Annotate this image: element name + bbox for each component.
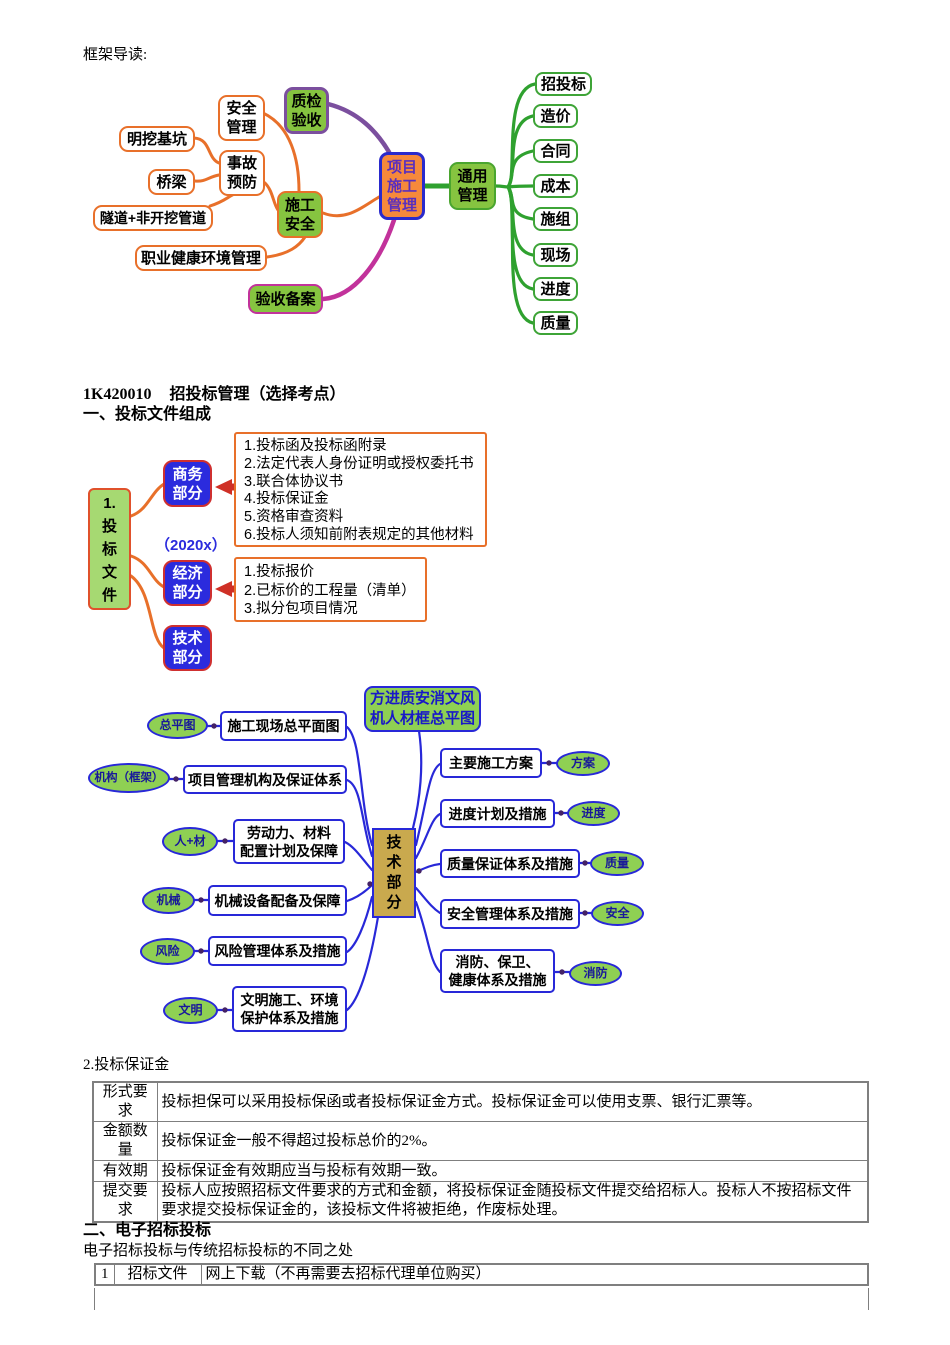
map1-right-item-schedule: 进度 bbox=[533, 277, 578, 301]
etender-table: 1 招标文件 网上下载（不再需要去招标代理单位购买） bbox=[94, 1263, 869, 1286]
map3-mnemonic-box: 方进质安消文风 机人材框总平图 bbox=[364, 686, 481, 732]
map3-box-machinery: 机械设备配备及保障 bbox=[208, 885, 347, 916]
row-value: 投标保证金一般不得超过投标总价的2%。 bbox=[156, 1121, 869, 1161]
map3-tag-schedule: 进度 bbox=[567, 801, 620, 826]
map3-tag-labor-material: 人+材 bbox=[162, 827, 218, 856]
row-value: 投标保证金有效期应当与投标有效期一致。 bbox=[156, 1160, 869, 1182]
row-value: 网上下载（不再需要去招标代理单位购买） bbox=[200, 1263, 869, 1286]
list-item: 6.投标人须知前附表规定的其他材料 bbox=[244, 526, 474, 543]
list-item: 3.联合体协议书 bbox=[244, 473, 344, 490]
map3-tag-machinery: 机械 bbox=[142, 887, 195, 914]
section2-heading: 二、电子招标投标 bbox=[83, 1222, 212, 1239]
table-row: 提交要求 投标人应按照招标文件要求的方式和金额，将投标保证金随投标文件提交给招标… bbox=[92, 1181, 869, 1222]
list-item: 1.投标报价 bbox=[244, 564, 315, 580]
map3-tag-fire: 消防 bbox=[569, 961, 622, 986]
map1-right-item-cost-estimate: 造价 bbox=[533, 104, 578, 128]
map2-node-economic-part: 经济 部分 bbox=[163, 560, 212, 606]
row-key: 有效期 bbox=[92, 1160, 158, 1182]
map1-node-safety-mgmt: 安全 管理 bbox=[218, 95, 265, 141]
table-row: 形式要求 投标担保可以采用投标保函或者投标保证金方式。投标保证金可以使用支票、银… bbox=[92, 1081, 869, 1122]
list-item: 5.资格审查资料 bbox=[244, 509, 344, 526]
map3-center-technical-part: 技 术 部 分 bbox=[372, 828, 416, 918]
map2-node-technical-part: 技术 部分 bbox=[163, 625, 212, 671]
table-row: 有效期 投标保证金有效期应当与投标有效期一致。 bbox=[92, 1160, 869, 1182]
section1-code: 1K420010 bbox=[83, 386, 152, 403]
map3-box-fire-security-health: 消防、保卫、 健康体系及措施 bbox=[440, 949, 555, 993]
row-value: 投标人应按照招标文件要求的方式和金额，将投标保证金随投标文件提交给招标人。投标人… bbox=[156, 1181, 869, 1222]
map1-node-bridge: 桥梁 bbox=[148, 169, 195, 195]
map3-box-civilized: 文明施工、环境 保护体系及措施 bbox=[232, 986, 347, 1032]
list-item: 2.已标价的工程量（清单） bbox=[244, 582, 416, 599]
map2-root-bid-documents: 1. 投 标 文 件 bbox=[88, 488, 131, 610]
deposit-table: 形式要求 投标担保可以采用投标保函或者投标保证金方式。投标保证金可以使用支票、银… bbox=[92, 1081, 869, 1223]
map3-box-quality: 质量保证体系及措施 bbox=[440, 849, 580, 878]
row-key: 招标文件 bbox=[113, 1263, 202, 1286]
map3-box-main-scheme: 主要施工方案 bbox=[440, 748, 542, 778]
table-row: 金额数量 投标保证金一般不得超过投标总价的2%。 bbox=[92, 1121, 869, 1161]
table-row: 1 招标文件 网上下载（不再需要去招标代理单位购买） bbox=[94, 1263, 869, 1286]
map1-right-item-contract: 合同 bbox=[533, 139, 578, 163]
list-item: 1.投标函及投标函附录 bbox=[244, 438, 387, 454]
map3-tag-site-plan: 总平图 bbox=[147, 712, 208, 739]
map2-node-business-part: 商务 部分 bbox=[163, 460, 212, 507]
map3-box-organization: 项目管理机构及保证体系 bbox=[183, 765, 347, 794]
list-item: 3.拟分包项目情况 bbox=[244, 601, 358, 617]
frame-guide-label: 框架导读: bbox=[83, 47, 148, 63]
map3-tag-quality: 质量 bbox=[590, 851, 644, 876]
map1-node-quality-inspection: 质检 验收 bbox=[284, 87, 329, 134]
map3-box-safety: 安全管理体系及措施 bbox=[440, 899, 580, 929]
map1-right-item-cost: 成本 bbox=[533, 174, 578, 198]
section1-heading: 1K420010 招投标管理（选择考点） bbox=[83, 386, 345, 403]
map1-node-acceptance-filing: 验收备案 bbox=[248, 284, 323, 314]
map2-year-note: （2020x） bbox=[155, 537, 227, 554]
map1-node-construction-safety: 施工 安全 bbox=[277, 191, 323, 238]
map1-right-item-quality: 质量 bbox=[533, 311, 578, 335]
map3-tag-organization: 机构（框架） bbox=[88, 763, 170, 793]
map2-economic-items-box: 1.投标报价 2.已标价的工程量（清单） 3.拟分包项目情况 bbox=[234, 557, 427, 622]
map1-node-general-mgmt: 通用 管理 bbox=[449, 162, 496, 210]
section1-subtitle: 一、投标文件组成 bbox=[83, 406, 212, 423]
map3-box-risk: 风险管理体系及措施 bbox=[208, 936, 347, 966]
map3-box-schedule: 进度计划及措施 bbox=[440, 799, 555, 828]
map1-node-open-excavation: 明挖基坑 bbox=[119, 126, 195, 152]
map3-tag-scheme: 方案 bbox=[556, 751, 610, 776]
map3-box-site-plan: 施工现场总平面图 bbox=[220, 711, 347, 741]
map1-node-tunnel: 隧道+非开挖管道 bbox=[93, 205, 213, 231]
map1-right-item-org: 施组 bbox=[533, 207, 578, 231]
map1-node-accident-prevention: 事故 预防 bbox=[219, 150, 265, 196]
section1-title: 招投标管理（选择考点） bbox=[169, 386, 346, 403]
row-number: 1 bbox=[94, 1263, 115, 1286]
map3-tag-civilized: 文明 bbox=[163, 997, 218, 1024]
map3-box-labor-material: 劳动力、材料 配置计划及保障 bbox=[233, 819, 345, 864]
section2-subtitle: 电子招标投标与传统招标投标的不同之处 bbox=[83, 1243, 354, 1259]
map1-node-occupational-health: 职业健康环境管理 bbox=[135, 245, 267, 271]
map2-business-items-box: 1.投标函及投标函附录 2.法定代表人身份证明或授权委托书 3.联合体协议书 4… bbox=[234, 432, 487, 547]
list-item: 4.投标保证金 bbox=[244, 491, 329, 508]
row-key: 提交要求 bbox=[92, 1181, 158, 1222]
map3-tag-safety: 安全 bbox=[591, 901, 644, 926]
map1-right-item-bidding: 招投标 bbox=[535, 72, 592, 96]
map1-center-project-construction-mgmt: 项目 施工 管理 bbox=[379, 152, 425, 220]
row-value: 投标担保可以采用投标保函或者投标保证金方式。投标保证金可以使用支票、银行汇票等。 bbox=[156, 1081, 869, 1122]
map3-tag-risk: 风险 bbox=[140, 938, 195, 965]
deposit-title: 2.投标保证金 bbox=[83, 1057, 170, 1073]
map1-right-item-site: 现场 bbox=[533, 243, 578, 267]
row-key: 形式要求 bbox=[92, 1081, 158, 1122]
list-item: 2.法定代表人身份证明或授权委托书 bbox=[244, 455, 474, 472]
etender-table-continuation bbox=[94, 1288, 869, 1310]
row-key: 金额数量 bbox=[92, 1121, 158, 1161]
